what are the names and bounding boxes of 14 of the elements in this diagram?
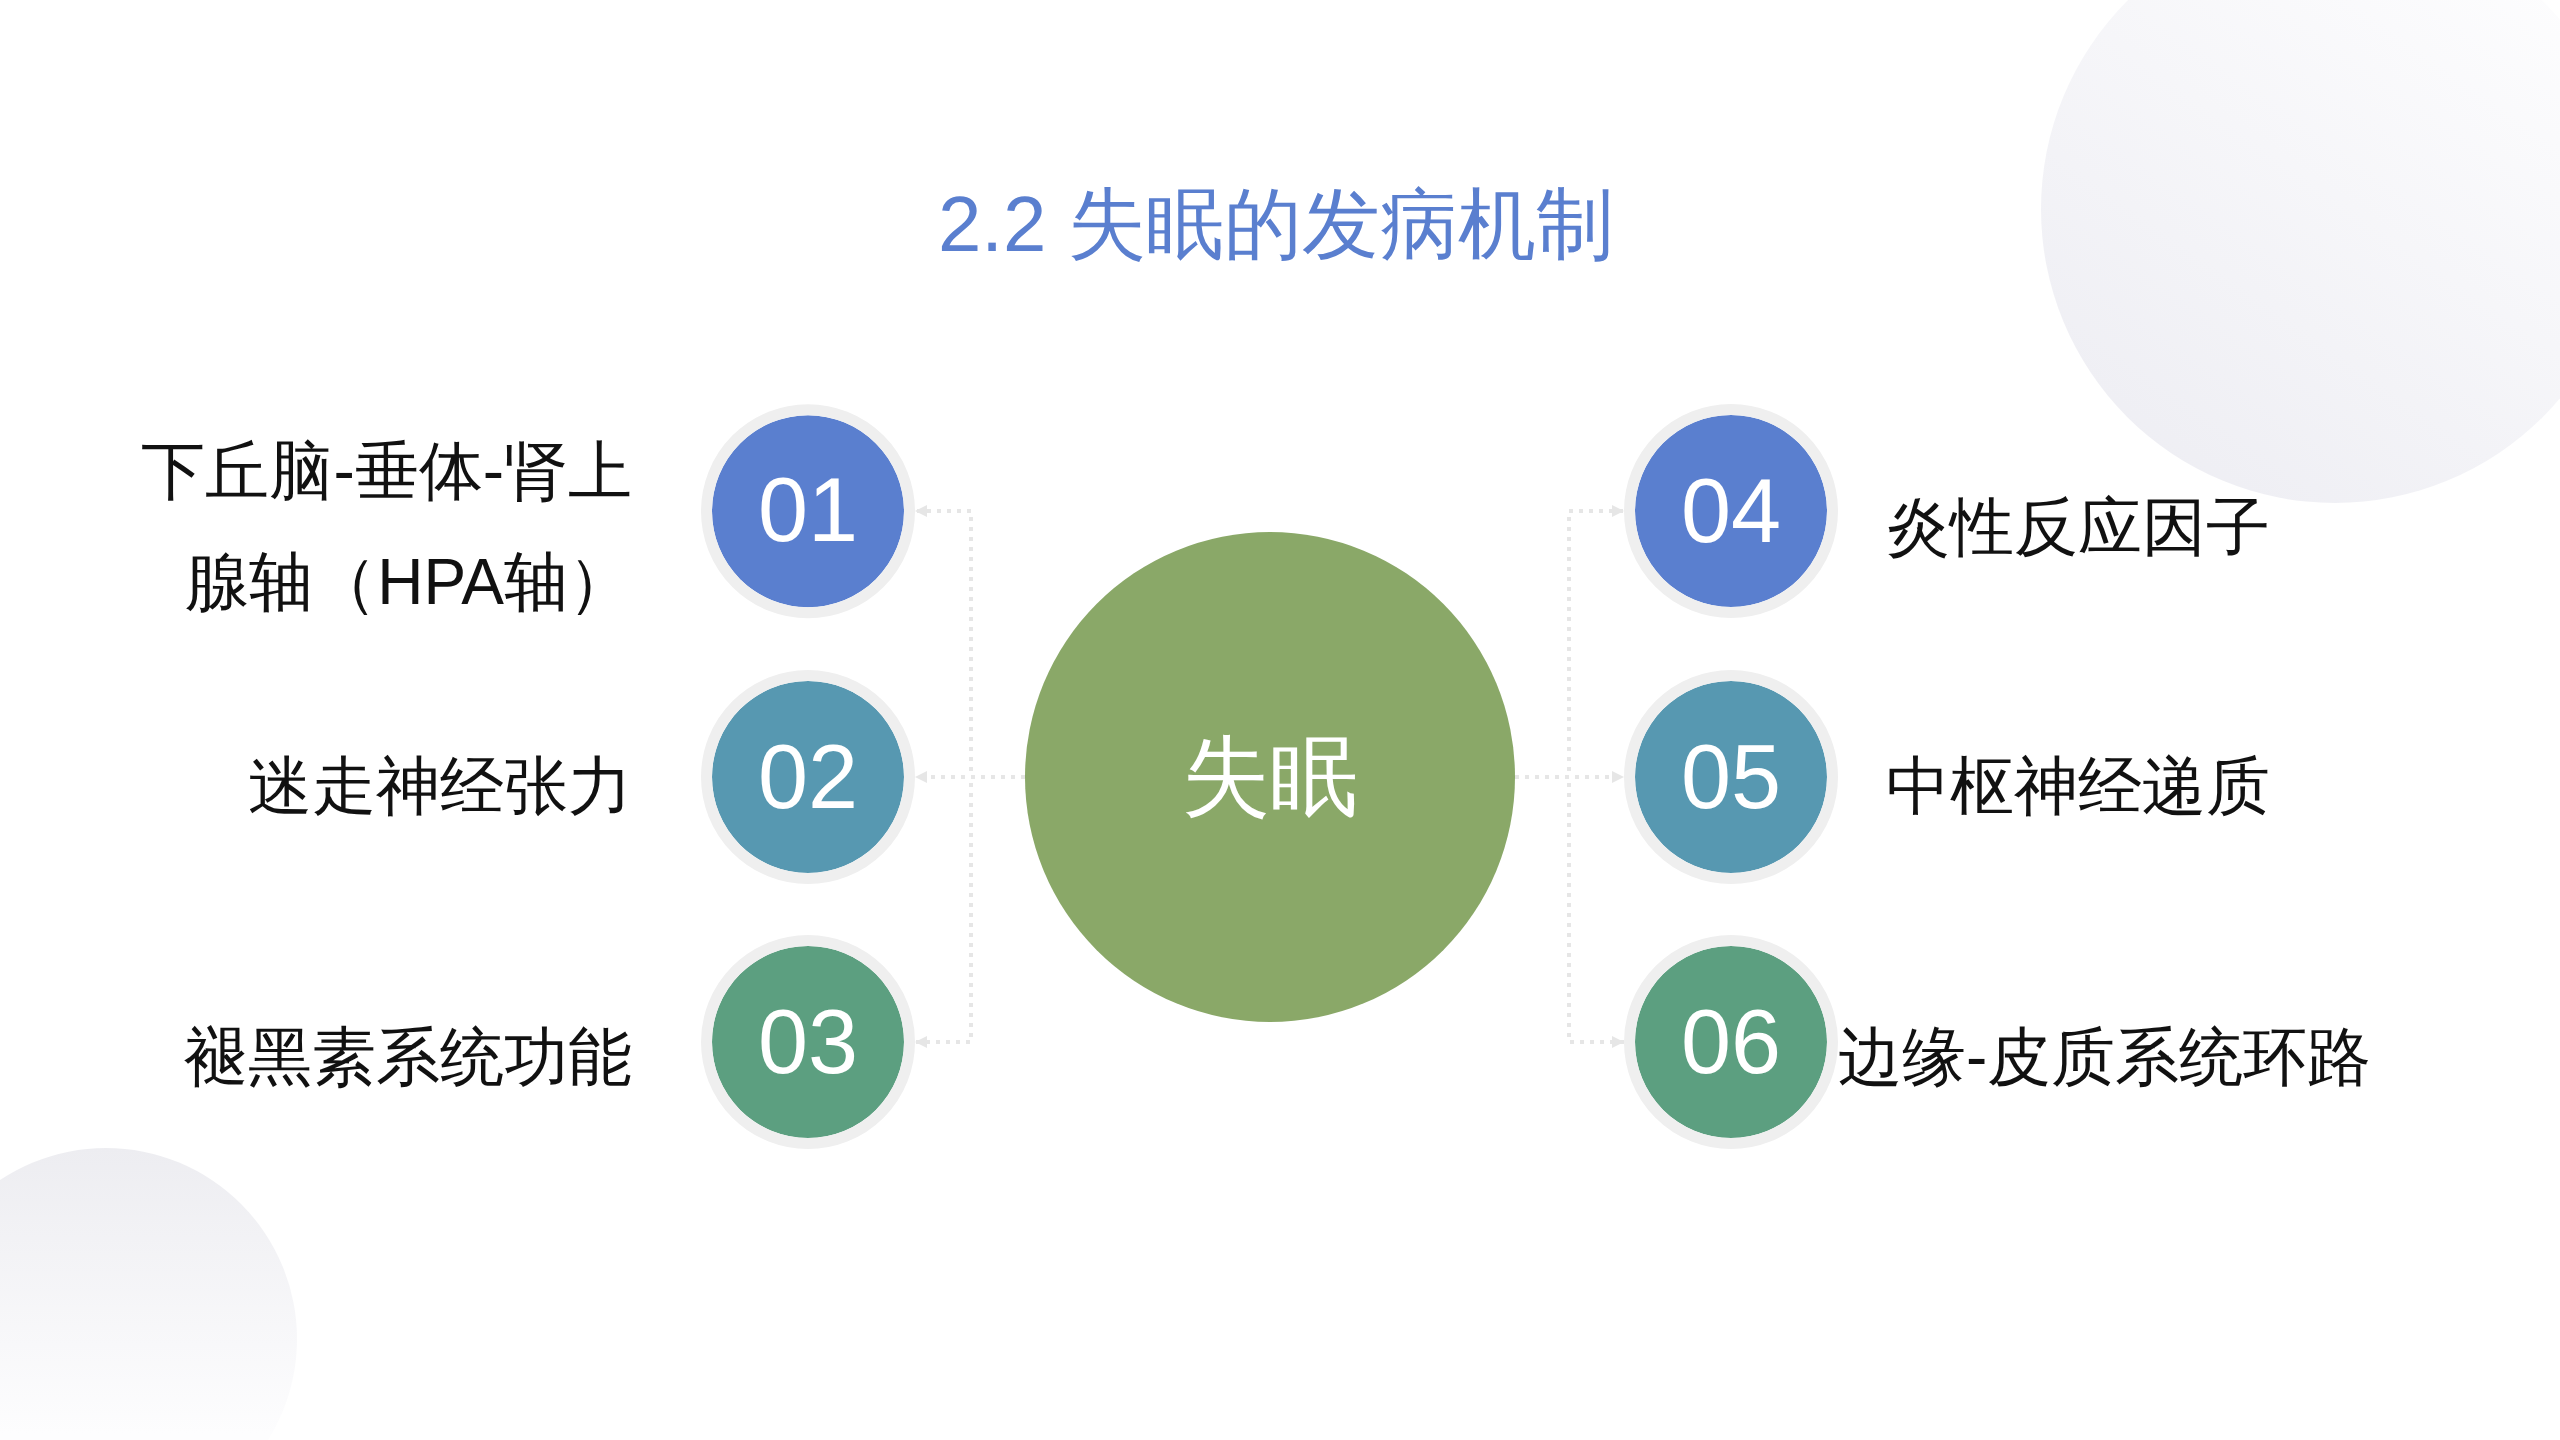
slide-title: 2.2 失眠的发病机制 — [937, 179, 1615, 270]
number-circle: 01 — [701, 404, 915, 618]
number-circle: 05 — [1624, 670, 1838, 884]
item-label: 炎性反应因子 — [1886, 489, 2270, 565]
number-circle: 03 — [701, 935, 915, 1149]
number-circle: 06 — [1624, 935, 1838, 1149]
item-label: 下丘脑-垂体-肾上腺轴（HPA轴） — [140, 434, 632, 620]
number-circle: 02 — [701, 670, 915, 884]
item-label: 褪黑素系统功能 — [184, 1019, 632, 1095]
center-circle: 失眠 — [1025, 532, 1515, 1022]
number-circle: 04 — [1624, 404, 1838, 618]
item-label: 迷走神经张力 — [248, 748, 632, 824]
item-label: 边缘-皮质系统环路 — [1838, 1019, 2372, 1095]
item-label: 中枢神经递质 — [1886, 748, 2270, 824]
